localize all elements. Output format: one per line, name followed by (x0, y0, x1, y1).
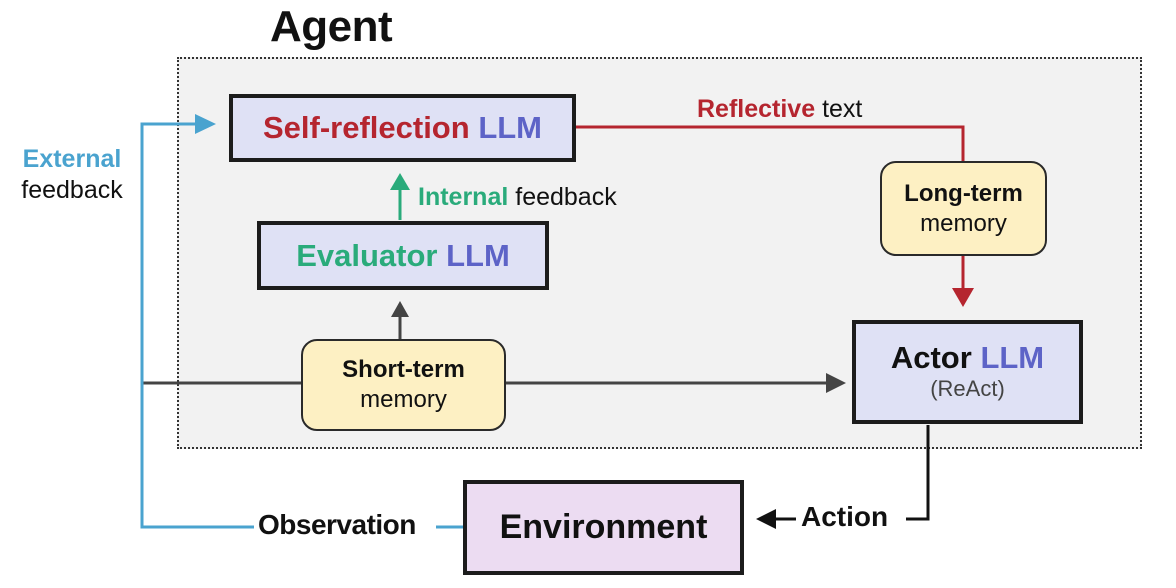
actor-llm-box: Actor LLM (ReAct) (852, 320, 1083, 424)
reflective-text-rest: text (822, 95, 863, 123)
external-feedback-label: External feedback (10, 144, 134, 206)
external-feedback-connector (140, 122, 463, 529)
external-feedback-arrowhead (195, 114, 216, 134)
long-term-memory-box: Long-term memory (880, 161, 1047, 256)
long-term-memory-subtitle: memory (920, 209, 1007, 237)
self-reflection-name: Self-reflection (262, 110, 470, 145)
long-term-memory-title: Long-term (904, 179, 1023, 207)
self-reflection-suffix: LLM (478, 110, 543, 145)
actor-subtitle: (ReAct) (930, 376, 1005, 401)
action-arrowhead (756, 509, 776, 529)
actor-name: Actor (890, 340, 972, 375)
internal-feedback-rest: feedback (515, 183, 617, 211)
observation-label: Observation (258, 509, 416, 540)
evaluator-name: Evaluator (296, 237, 438, 273)
long-term-to-actor-arrowhead (952, 288, 974, 307)
short-term-to-evaluator-arrowhead (391, 301, 409, 317)
reflective-text-label: Reflective text (697, 95, 862, 124)
short-term-to-actor-arrowhead (826, 373, 846, 393)
agent-title: Agent (270, 2, 393, 51)
internal-feedback-arrowhead (390, 173, 410, 190)
internal-feedback-key: Internal (418, 183, 509, 211)
short-term-memory-subtitle: memory (360, 386, 447, 413)
reflective-text-key: Reflective (697, 95, 816, 123)
evaluator-suffix: LLM (446, 237, 510, 273)
action-connector (906, 425, 930, 521)
external-feedback-key: External (22, 145, 122, 173)
self-reflection-llm-box: Self-reflection LLM (229, 94, 576, 162)
environment-box: Environment (463, 480, 744, 575)
evaluator-llm-box: Evaluator LLM (257, 221, 549, 290)
action-label: Action (801, 501, 889, 532)
environment-label: Environment (499, 508, 708, 546)
short-term-memory-title: Short-term (342, 356, 465, 383)
actor-suffix: LLM (980, 340, 1045, 375)
external-feedback-rest: feedback (21, 176, 123, 204)
internal-feedback-label: Internal feedback (418, 183, 617, 212)
reflective-text-connector (576, 125, 965, 162)
short-term-memory-box: Short-term memory (301, 339, 506, 431)
